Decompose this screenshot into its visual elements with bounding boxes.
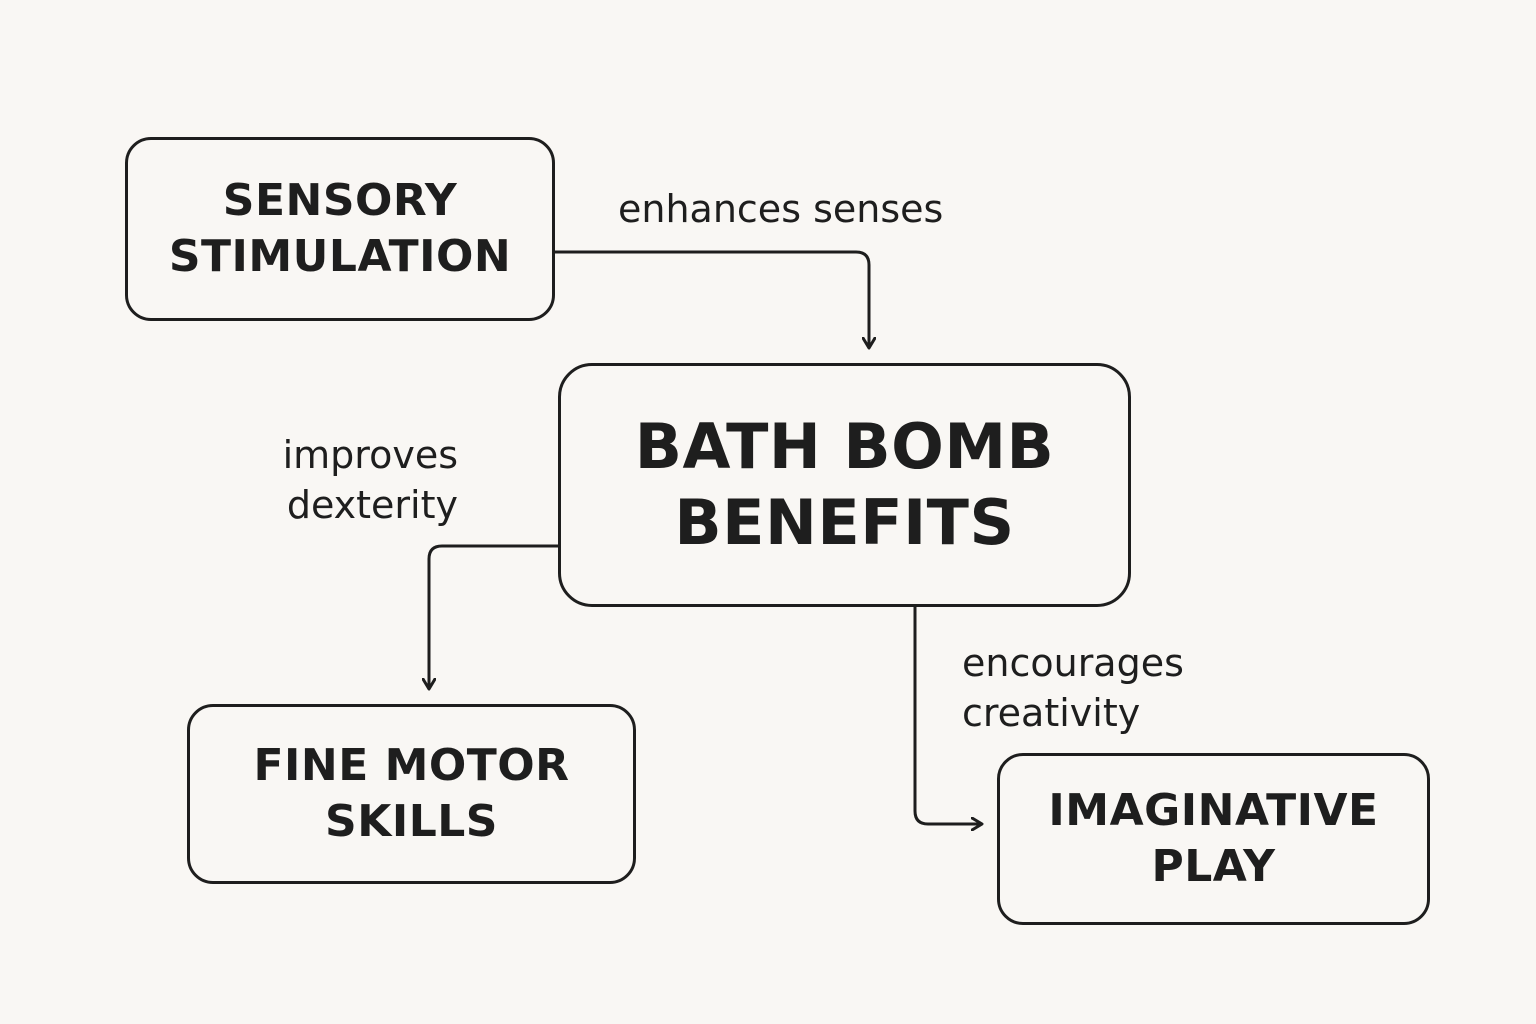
connector-center-to-fine-motor <box>429 544 558 689</box>
connector-center-to-imaginative <box>913 607 982 824</box>
edge-label-dexterity-line1: improves <box>282 433 458 477</box>
edge-label-creativity-line1: encourages <box>962 641 1184 685</box>
node-imag-line1: IMAGINATIVE <box>1048 785 1379 836</box>
edge-label-improves-dexterity: improves dexterity <box>270 430 458 530</box>
node-imaginative-play: IMAGINATIVE PLAY <box>997 753 1430 925</box>
node-sensory-line2: STIMULATION <box>168 231 512 282</box>
edge-label-creativity-line2: creativity <box>962 691 1141 735</box>
edge-label-encourages-creativity: encourages creativity <box>962 638 1184 738</box>
node-sensory-stimulation: SENSORY STIMULATION <box>125 137 555 321</box>
node-sensory-line1: SENSORY <box>222 175 458 226</box>
node-center-line2: BENEFITS <box>674 486 1015 559</box>
node-fine-line2: SKILLS <box>325 796 498 847</box>
node-fine-motor-skills: FINE MOTOR SKILLS <box>187 704 636 884</box>
connector-sensory-to-center <box>555 250 869 348</box>
node-bath-bomb-benefits: BATH BOMB BENEFITS <box>558 363 1131 607</box>
node-imag-line2: PLAY <box>1151 841 1276 892</box>
edge-label-enhances-senses: enhances senses <box>618 184 943 234</box>
edge-label-senses-line1: enhances senses <box>618 187 944 231</box>
edge-label-dexterity-line2: dexterity <box>286 483 458 527</box>
node-center-line1: BATH BOMB <box>634 410 1055 483</box>
node-fine-line1: FINE MOTOR <box>253 740 570 791</box>
